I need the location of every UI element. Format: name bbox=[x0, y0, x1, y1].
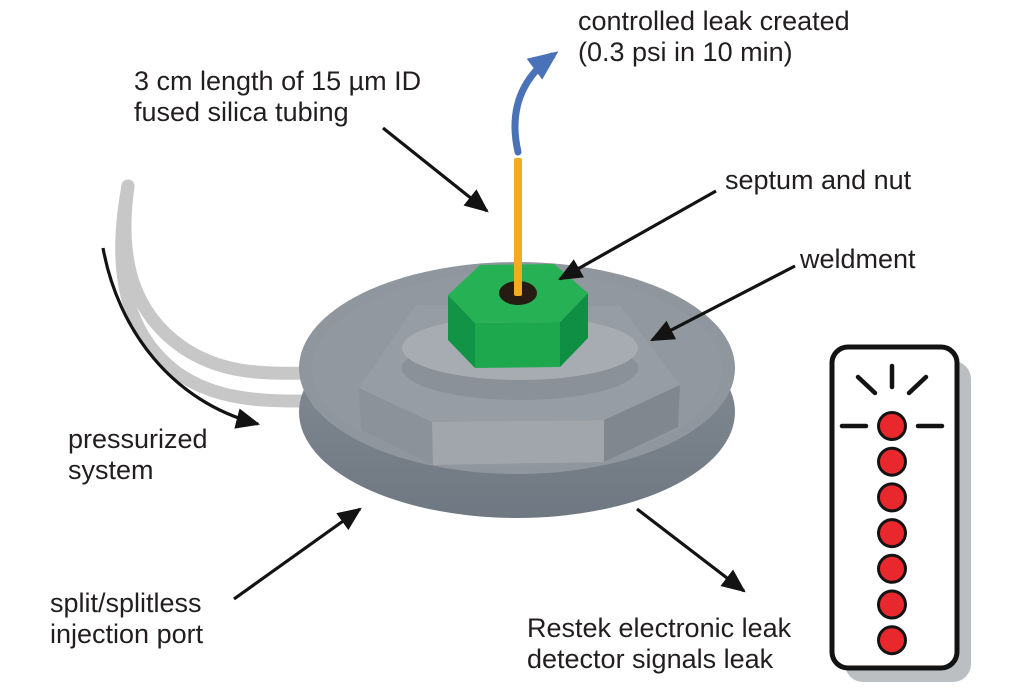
callout-arrows bbox=[101, 126, 796, 601]
label-weldment: weldment bbox=[800, 244, 916, 275]
led-indicator bbox=[877, 446, 907, 477]
label-line: weldment bbox=[800, 244, 916, 274]
led-indicator bbox=[877, 518, 907, 549]
label-line: controlled leak created bbox=[578, 6, 850, 36]
septum-nut-facet-left bbox=[448, 295, 475, 368]
label-line: split/splitless bbox=[50, 588, 202, 618]
label-line: detector signals leak bbox=[527, 644, 774, 674]
label-injection-port: split/splitless injection port bbox=[50, 588, 203, 650]
label-silica-tubing: 3 cm length of 15 µm ID fused silica tub… bbox=[134, 66, 421, 128]
label-line: Restek electronic leak bbox=[527, 613, 792, 643]
septum-nut-facet-right bbox=[560, 293, 588, 367]
led-indicator-flashing bbox=[877, 411, 907, 441]
label-line: system bbox=[68, 455, 154, 485]
callout-arrow-weldment bbox=[650, 264, 796, 342]
callout-arrow-tubing bbox=[382, 126, 489, 213]
alarm-rays-icon bbox=[839, 363, 945, 429]
label-leak-detector: Restek electronic leak detector signals … bbox=[527, 613, 791, 675]
fused-silica-tubing bbox=[514, 158, 522, 296]
hex-facet-front bbox=[432, 420, 604, 465]
callout-arrow-pressurized-system bbox=[101, 247, 261, 429]
leak-detector bbox=[829, 344, 971, 682]
label-controlled-leak: controlled leak created (0.3 psi in 10 m… bbox=[578, 6, 850, 68]
led-indicator bbox=[877, 625, 907, 656]
label-line: pressurized bbox=[68, 424, 208, 454]
led-column bbox=[877, 411, 907, 656]
pressurized-gas-tubes bbox=[115, 179, 343, 409]
led-indicator bbox=[877, 589, 907, 620]
septum-nut-facet-front bbox=[475, 322, 560, 368]
label-line: (0.3 psi in 10 min) bbox=[578, 37, 793, 67]
gas-tube-lower bbox=[115, 179, 343, 409]
hex-facet-left bbox=[359, 388, 433, 465]
callout-arrow-injection-port bbox=[233, 507, 362, 601]
callout-arrow-leak-detector bbox=[636, 507, 746, 593]
label-septum-nut: septum and nut bbox=[725, 165, 911, 196]
led-indicator bbox=[877, 553, 907, 584]
label-line: injection port bbox=[50, 619, 204, 649]
label-line: fused silica tubing bbox=[134, 97, 349, 127]
leak-flow-arrow bbox=[511, 51, 559, 156]
led-indicator bbox=[877, 482, 907, 513]
callout-arrow-septum-nut bbox=[558, 189, 717, 281]
label-line: 3 cm length of 15 µm ID bbox=[134, 66, 422, 96]
label-line: septum and nut bbox=[725, 165, 912, 195]
label-pressurized-system: pressurized system bbox=[68, 424, 208, 486]
hex-facet-right bbox=[604, 385, 680, 462]
